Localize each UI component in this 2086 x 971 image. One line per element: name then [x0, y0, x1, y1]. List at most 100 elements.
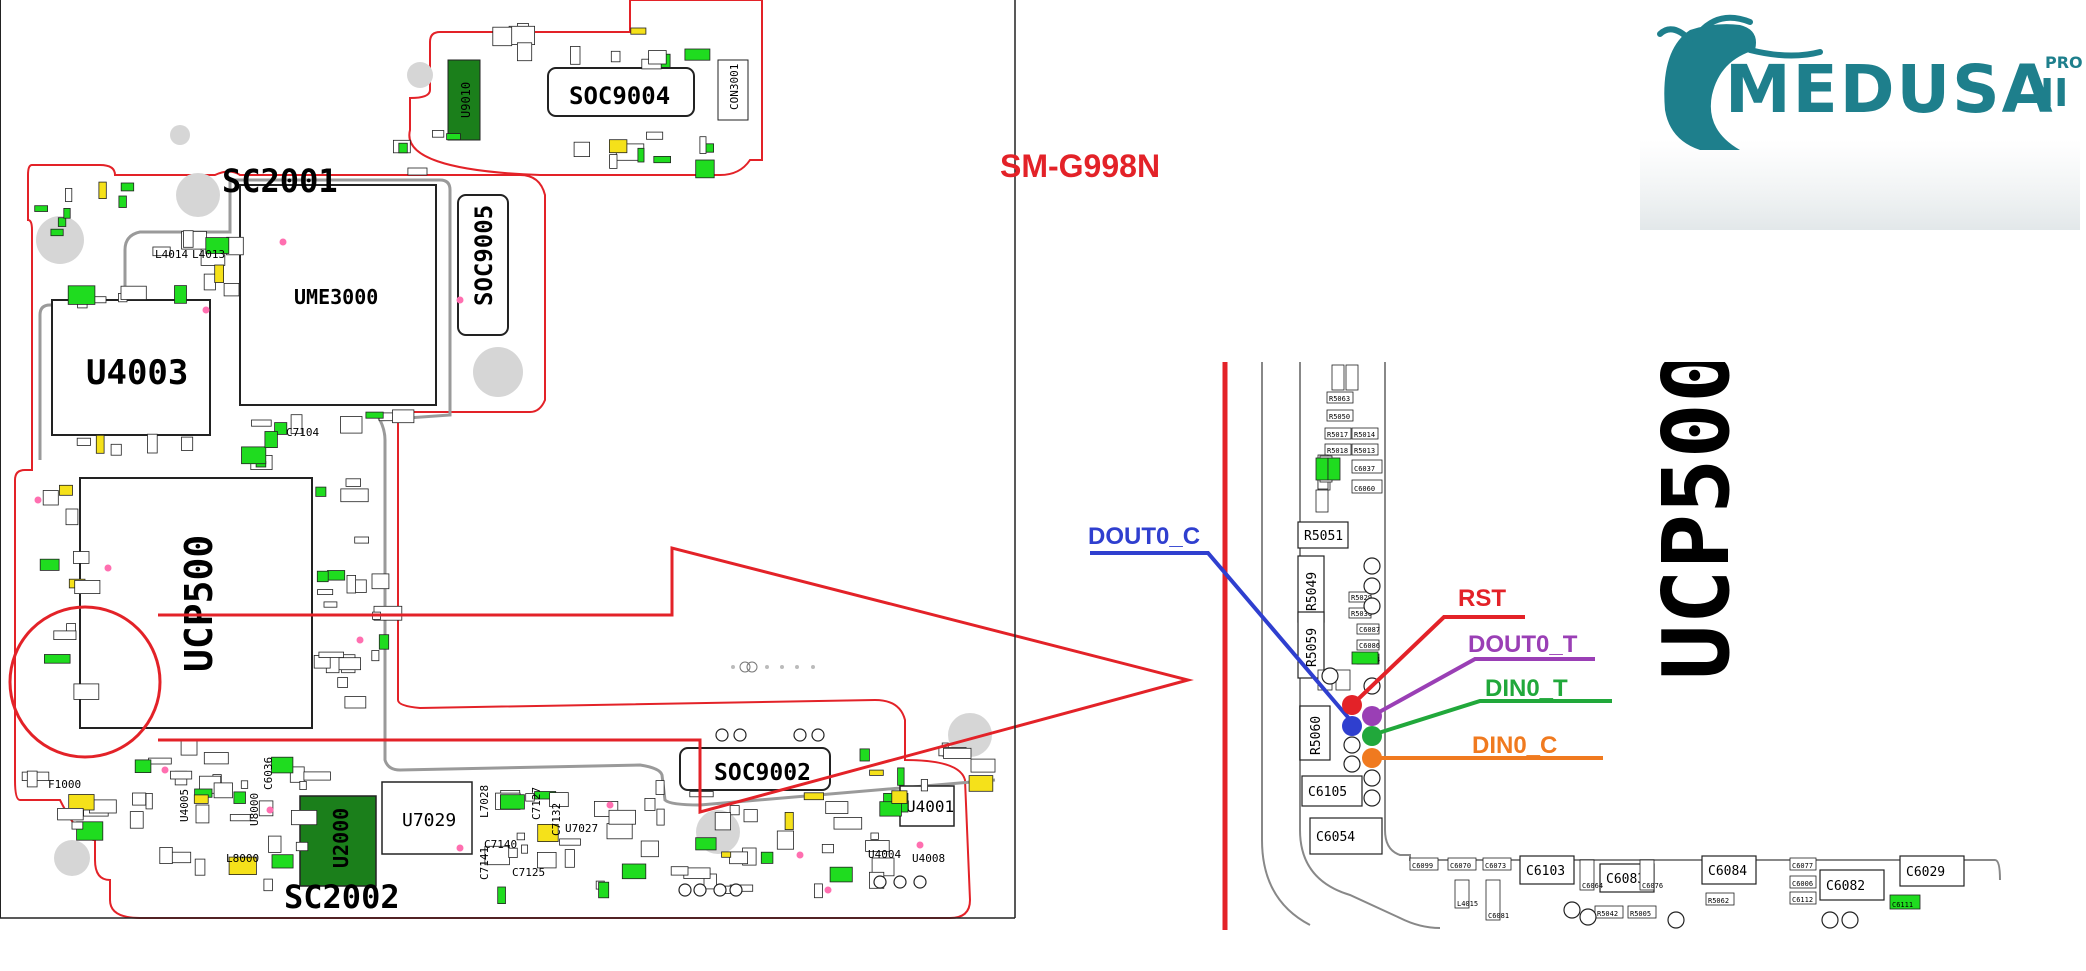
via-dot — [356, 636, 364, 644]
zoom-small-label: R5005 — [1630, 910, 1651, 918]
component-pad — [205, 237, 230, 254]
board-components — [21, 23, 996, 905]
component-pad — [73, 683, 100, 700]
zoom-component — [1297, 521, 1349, 549]
zoom-small-label: C6060 — [1354, 485, 1375, 493]
zoom-small-component — [1351, 479, 1383, 494]
component-pad — [968, 775, 994, 792]
component-pad — [345, 478, 362, 487]
component-pad — [323, 601, 338, 608]
component-pad — [833, 817, 863, 830]
zoom-small-label: R5017 — [1327, 431, 1348, 439]
chip-u7029-label: U7029 — [402, 810, 456, 831]
zoom-small-component — [1594, 905, 1624, 919]
zoom-small-component — [1454, 879, 1470, 909]
zoom-board-edge — [1299, 362, 1441, 929]
component-pad — [537, 824, 559, 843]
via-dot — [456, 296, 464, 304]
component-pad — [699, 136, 707, 154]
board-small-label: L4014 — [155, 248, 188, 261]
zoom-component — [1301, 775, 1363, 807]
leader-dout0-t — [1371, 657, 1595, 718]
zoom-component — [1819, 869, 1885, 901]
component-pad — [170, 770, 193, 780]
component-pad — [684, 48, 711, 61]
zoom-small-component — [1324, 443, 1352, 456]
component-pad — [134, 759, 152, 774]
component-pad — [610, 50, 621, 63]
component-pad — [497, 886, 506, 905]
zoom-component-label: C6084 — [1708, 864, 1747, 879]
component-pad — [729, 805, 740, 816]
component-pad — [295, 841, 309, 852]
component-pad — [170, 851, 192, 864]
component-pad — [897, 767, 905, 786]
zoom-green-pad — [1327, 457, 1341, 481]
component-pad — [346, 575, 357, 594]
component-pad — [378, 634, 390, 650]
leader-rst — [1350, 615, 1525, 707]
component-pad — [67, 285, 96, 305]
board-outline-main — [14, 164, 972, 919]
via-dot — [34, 496, 42, 504]
board-outline — [408, 0, 763, 176]
component-pad — [71, 821, 84, 830]
mount-hole — [407, 62, 433, 88]
label-din0-t: DIN0_T — [1485, 675, 1568, 702]
component-pad — [34, 205, 49, 212]
component-pad — [240, 780, 249, 789]
zoom-component — [1899, 855, 1965, 887]
testpoint-din0-c — [1362, 748, 1382, 768]
zoom-small-component — [1485, 879, 1501, 921]
component-pad — [803, 792, 825, 801]
chip-ucp500-label: UCP500 — [177, 535, 221, 672]
component-pad — [564, 849, 575, 868]
component-pad — [152, 246, 171, 257]
component-pad — [181, 436, 194, 451]
ring-hole — [873, 875, 887, 889]
via-dot — [104, 564, 112, 572]
zoom-component — [1309, 817, 1383, 855]
zoom-small-label: C6077 — [1792, 862, 1813, 870]
zoom-small-label: C6073 — [1485, 862, 1506, 870]
device-model-title: SM-G998N — [1000, 148, 1161, 184]
component-pad — [340, 416, 363, 434]
leader-dout0-c — [1090, 551, 1354, 724]
component-pad — [336, 657, 361, 671]
mount-hole — [170, 125, 190, 145]
component-pad — [73, 551, 90, 564]
component-pad — [268, 835, 282, 853]
zoom-small-component — [1351, 427, 1379, 440]
zoom-small-component — [1639, 859, 1655, 891]
board-small-label: U8000 — [248, 793, 261, 826]
component-pad — [371, 650, 380, 662]
mount-hole — [176, 173, 220, 217]
zoom-ring-hole — [1363, 769, 1381, 787]
component-pad — [344, 696, 367, 709]
chip-u2000-label: U2000 — [329, 808, 353, 868]
component-pad — [621, 863, 647, 880]
via-dot — [916, 841, 924, 849]
board-small-label: C7125 — [512, 866, 545, 879]
component-pad — [492, 26, 513, 47]
component-pad — [598, 881, 610, 899]
label-dout0-t: DOUT0_T — [1468, 631, 1578, 658]
component-pad — [316, 570, 329, 583]
zoom-small-label: C6064 — [1582, 882, 1603, 890]
mount-hole — [473, 347, 523, 397]
zoom-ring-hole — [1363, 557, 1381, 575]
zoom-component-label: C6103 — [1526, 864, 1565, 879]
zoom-component-label: C6105 — [1308, 785, 1347, 800]
board-small-label: C7141 — [478, 847, 491, 880]
zoom-small-component — [1351, 459, 1383, 474]
component-pad — [695, 159, 715, 179]
mount-hole — [36, 216, 84, 264]
component-pad — [290, 810, 318, 826]
component-pad — [95, 434, 105, 454]
component-pad — [195, 804, 210, 824]
component-pad — [499, 794, 525, 810]
component-pad — [147, 433, 158, 454]
component-pad — [145, 793, 153, 810]
